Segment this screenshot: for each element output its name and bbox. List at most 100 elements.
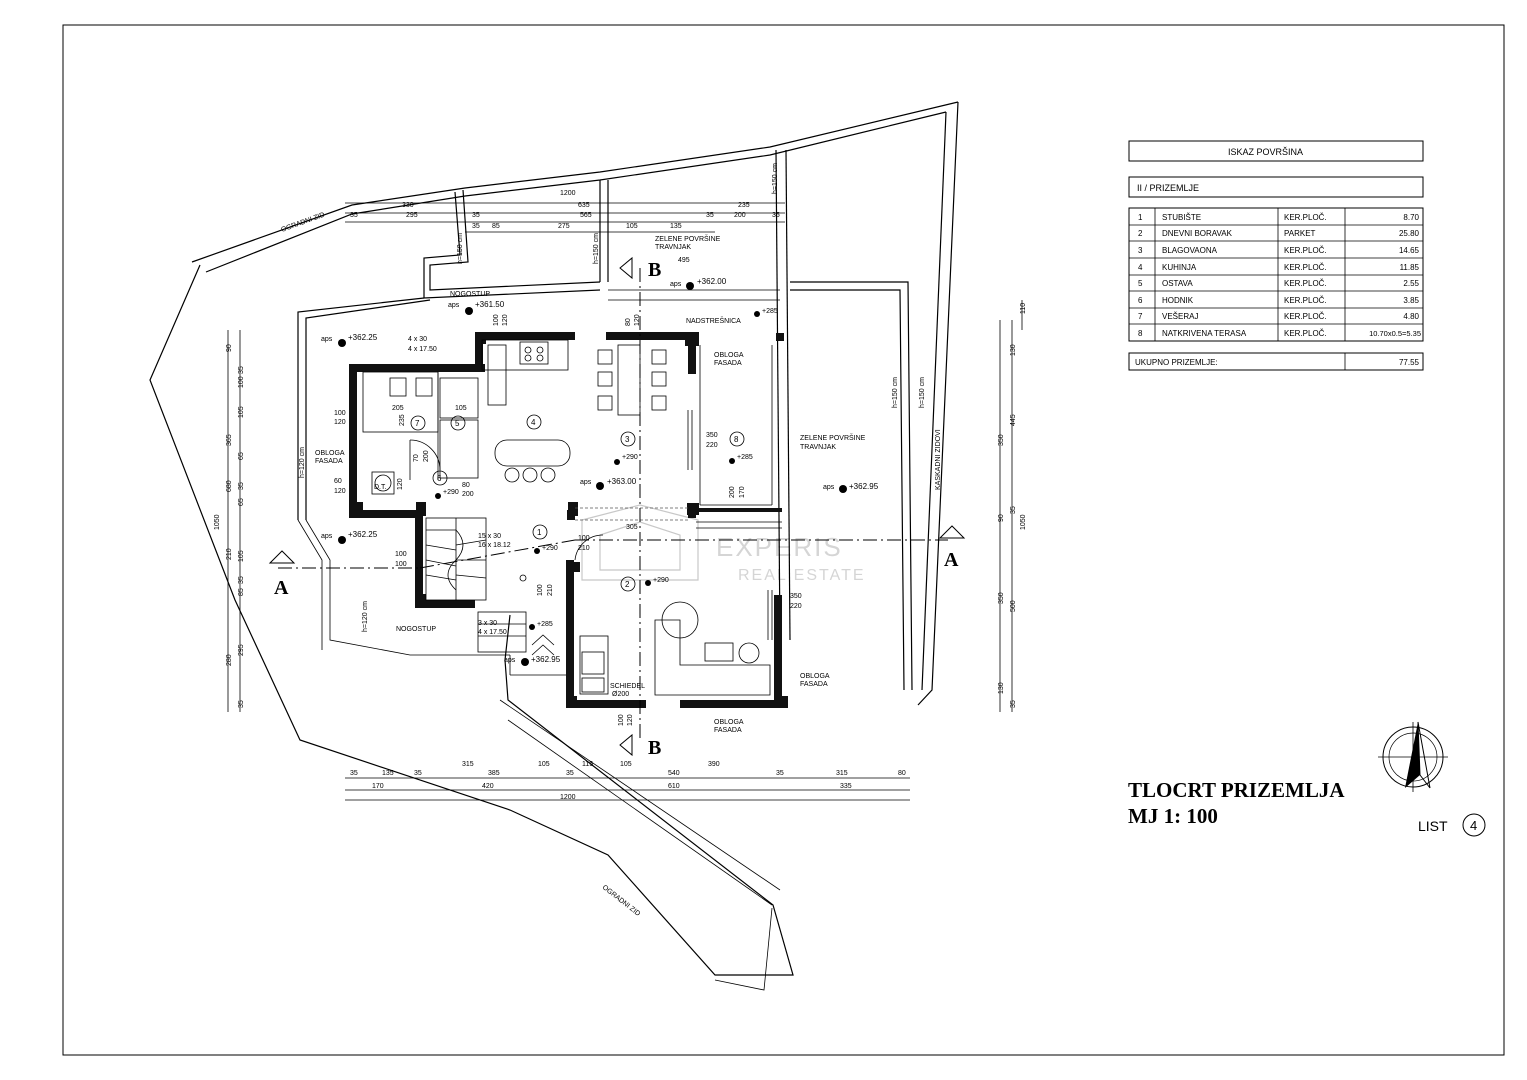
row-6-floor: KER.PLOČ. [1284, 296, 1327, 305]
dim-bot-14: 80 [898, 770, 906, 777]
elevation-36225-bottom: +362.25 [348, 530, 378, 539]
sidewalk-label-bottom: NOGOSTUP [396, 626, 436, 633]
opening-dimensions: 100 120 80 120 100 120 60 120 70 200 80 … [334, 314, 802, 726]
green-area-label-2b: TRAVNJAK [800, 444, 836, 451]
row-8-area: 10.70x0.5=5.35 [1369, 329, 1421, 338]
opening-19: 350 [706, 432, 718, 439]
dim-top-i: 200 [734, 212, 746, 219]
height-label-1: h=150 cm [457, 233, 464, 264]
opening-8: 120 [334, 488, 346, 495]
opening-24: 170 [739, 486, 746, 498]
row-3-no: 3 [1138, 246, 1143, 255]
aps-label-2: aps [321, 336, 333, 343]
level-285-a: +285 [737, 454, 753, 461]
level-290-c: +290 [542, 545, 558, 552]
dim-bot-4: 315 [462, 761, 474, 768]
height-label-5: h=150 cm [919, 377, 926, 408]
height-label-7: h=120 cm [362, 601, 369, 632]
row-4-area: 11.85 [1400, 263, 1420, 272]
dim-left-2: 35 [238, 366, 245, 374]
opening-26: 120 [627, 714, 634, 726]
interior [362, 339, 782, 696]
fence-label-top: OGRADNI ZID [280, 212, 326, 234]
opening-11: 80 [462, 482, 470, 489]
chimney-dt-label: D.T. [374, 484, 387, 491]
opening-29: 235 [399, 414, 406, 426]
opening-2: 120 [502, 314, 509, 326]
room-number-3: 3 [625, 435, 630, 444]
dim-right-1: 110 [1020, 303, 1027, 314]
row-6-no: 6 [1138, 296, 1143, 305]
level-285-b: +285 [762, 308, 778, 315]
watermark-brand: EXPERIS [716, 532, 843, 562]
dim-top-e: 295 [406, 212, 418, 219]
green-area-label-1: ZELENE POVRŠINE [655, 234, 721, 243]
table-row: 2 DNEVNI BORAVAK PARKET 25.80 [1138, 229, 1420, 238]
cladding-label-3: OBLOGA [800, 673, 830, 680]
dim-top-m: 275 [558, 223, 570, 230]
dim-top-k: 35 [472, 223, 480, 230]
dim-top-total: 1200 [560, 190, 576, 197]
table-row: 4 KUHINJA KER.PLOČ. 11.85 [1138, 263, 1420, 272]
opening-27: 205 [392, 405, 404, 412]
dim-bot-6: 105 [538, 761, 550, 768]
row-4-no: 4 [1138, 263, 1143, 272]
cladding-label-1b: FASADA [714, 360, 742, 367]
opening-28: 105 [455, 405, 467, 412]
dim-top-f: 35 [472, 212, 480, 219]
dim-left-4: 365 [226, 434, 233, 446]
dim-left-5: 105 [238, 406, 245, 418]
dim-right-3: 445 [1010, 414, 1017, 426]
dim-right-9: 500 [1010, 600, 1017, 612]
opening-21: 350 [790, 593, 802, 600]
room-number-7: 7 [415, 419, 420, 428]
row-4-floor: KER.PLOČ. [1284, 263, 1327, 272]
north-arrow-icon [1378, 721, 1448, 792]
dim-left-9: 65 [238, 498, 245, 506]
row-2-name: DNEVNI BORAVAK [1162, 229, 1233, 238]
dim-top-b: 635 [578, 202, 590, 209]
sheet-number-circle [1462, 813, 1486, 837]
row-1-floor: KER.PLOČ. [1284, 213, 1327, 222]
dim-bot-total: 1200 [560, 794, 576, 801]
dim-left-3: 100 [238, 376, 245, 388]
row-5-name: OSTAVA [1162, 279, 1193, 288]
opening-7: 60 [334, 478, 342, 485]
opening-5: 100 [334, 410, 346, 417]
dim-bot-13: 315 [836, 770, 848, 777]
dim-right-11: 35 [1010, 700, 1017, 708]
cladding-label-4b: FASADA [714, 727, 742, 734]
opening-30: 120 [397, 478, 404, 490]
dim-right-2: 130 [1010, 344, 1017, 356]
level-290-d: +290 [653, 577, 669, 584]
dim-bot-8: 115 [582, 761, 593, 768]
room-number-4: 4 [531, 418, 536, 427]
stairs-spec-5: 3 x 30 [478, 620, 497, 627]
row-8-name: NATKRIVENA TERASA [1162, 329, 1247, 338]
row-7-no: 7 [1138, 312, 1143, 321]
height-label-4: h=150 cm [892, 377, 899, 408]
dim-right-4: 350 [998, 434, 1005, 446]
row-5-floor: KER.PLOČ. [1284, 279, 1327, 288]
row-6-area: 3.85 [1403, 296, 1419, 305]
elevation-36225-top: +362.25 [348, 333, 378, 342]
dim-left-15: 280 [226, 654, 233, 666]
dim-top-d: 35 [350, 212, 358, 219]
dim-bot-2: 135 [382, 770, 394, 777]
cladding-label-3b: FASADA [800, 681, 828, 688]
total-label: UKUPNO PRIZEMLJE: [1135, 358, 1218, 367]
stairs-spec-6: 4 x 17.50 [478, 629, 507, 636]
table-row: 3 BLAGOVAONA KER.PLOČ. 14.65 [1138, 246, 1420, 255]
green-area-label-1b: TRAVNJAK [655, 244, 691, 251]
dim-top-h: 35 [706, 212, 714, 219]
table-subheader: II / PRIZEMLJE [1137, 183, 1199, 193]
sheet-border [62, 24, 1505, 1056]
room-number-1: 1 [537, 528, 542, 537]
elevation-36200: +362.00 [697, 277, 727, 286]
row-3-floor: KER.PLOČ. [1284, 246, 1327, 255]
opening-25: 100 [618, 714, 625, 726]
drawing-scale: MJ 1: 100 [1128, 804, 1218, 828]
row-5-no: 5 [1138, 279, 1143, 288]
dim-top-c: 235 [738, 202, 750, 209]
